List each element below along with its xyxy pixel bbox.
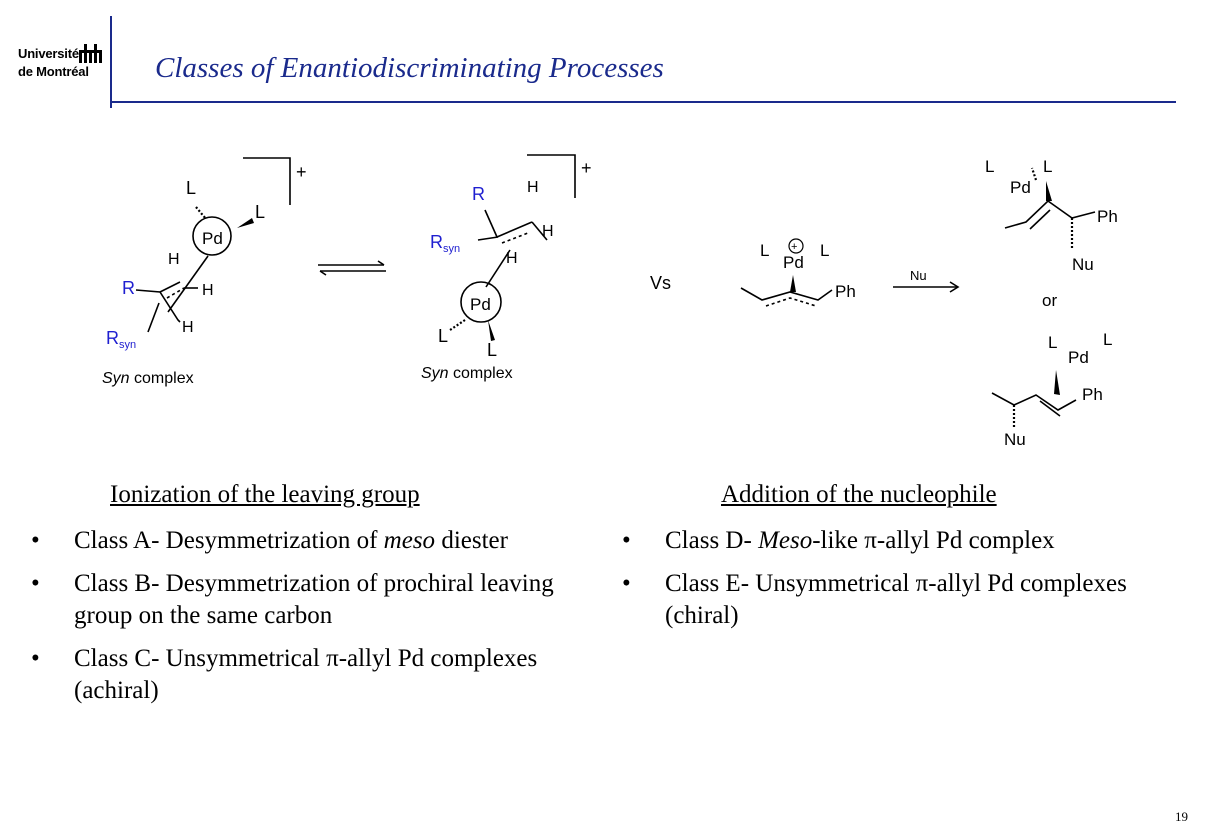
nu-arrow-label: Nu (910, 268, 927, 283)
ligand-label: L (1103, 330, 1112, 349)
rsyn-label: Rsyn (430, 232, 460, 255)
r-label: R (122, 278, 135, 298)
list-item: Class C- Unsymmetrical π-allyl Pd comple… (30, 643, 595, 707)
list-item: Class A- Desymmetrization of meso dieste… (30, 525, 595, 557)
ph-label: Ph (835, 282, 856, 301)
ligand-label: L (186, 178, 196, 198)
rsyn-label: Rsyn (106, 328, 136, 351)
left-column-heading: Ionization of the leaving group (110, 481, 420, 508)
list-item: Class D- Meso-like π-allyl Pd complex (621, 525, 1181, 557)
ligand-label: L (985, 157, 994, 176)
r-label: R (472, 184, 485, 204)
syn-complex-label: Syn complex (102, 370, 194, 387)
h-label: H (527, 179, 539, 196)
universite-de-montreal-logo: Université de Montréal (18, 42, 106, 84)
h-label: H (168, 251, 180, 268)
pd-label: Pd (202, 229, 223, 248)
ligand-label: L (820, 241, 829, 260)
list-item: Class E- Unsymmetrical π-allyl Pd comple… (621, 568, 1181, 632)
ph-label: Ph (1097, 207, 1118, 226)
syn-complex-label: Syn complex (421, 365, 513, 382)
pd-label: Pd (1068, 348, 1089, 367)
header-vertical-rule (110, 16, 112, 108)
or-label: or (1042, 291, 1057, 310)
ligand-label: L (1048, 333, 1057, 352)
left-bullet-list: Class A- Desymmetrization of meso dieste… (30, 525, 595, 718)
h-label: H (542, 223, 554, 240)
nu-label: Nu (1072, 255, 1094, 274)
header-horizontal-rule (110, 101, 1176, 103)
ligand-label: L (1043, 157, 1052, 176)
ph-label: Ph (1082, 385, 1103, 404)
vs-label: Vs (650, 273, 671, 293)
list-item: Class B- Desymmetrization of prochiral l… (30, 568, 595, 632)
pd-label: Pd (470, 295, 491, 314)
logo-line-1: Université (18, 46, 79, 61)
reaction-scheme: + L L Pd H H H R Rsyn Syn complex + R H … (102, 154, 1118, 449)
h-label: H (506, 250, 518, 267)
slide-title: Classes of Enantiodiscriminating Process… (155, 52, 664, 84)
pd-label: Pd (1010, 178, 1031, 197)
plus-charge-label: + (791, 241, 797, 253)
nu-label: Nu (1004, 430, 1026, 449)
udem-logo-icon (79, 44, 102, 63)
h-label: H (182, 319, 194, 336)
ligand-label: L (438, 326, 448, 346)
ligand-label: L (487, 340, 497, 360)
page-number: 19 (1175, 809, 1188, 824)
right-bullet-list: Class D- Meso-like π-allyl Pd complex Cl… (621, 525, 1181, 643)
pd-label: Pd (783, 253, 804, 272)
ligand-label: L (760, 241, 769, 260)
logo-line-2: de Montréal (18, 64, 89, 79)
ligand-label: L (255, 202, 265, 222)
charge-label-2: + (581, 158, 592, 178)
right-column-heading: Addition of the nucleophile (721, 481, 997, 508)
charge-label-1: + (296, 162, 307, 182)
h-label: H (202, 282, 214, 299)
